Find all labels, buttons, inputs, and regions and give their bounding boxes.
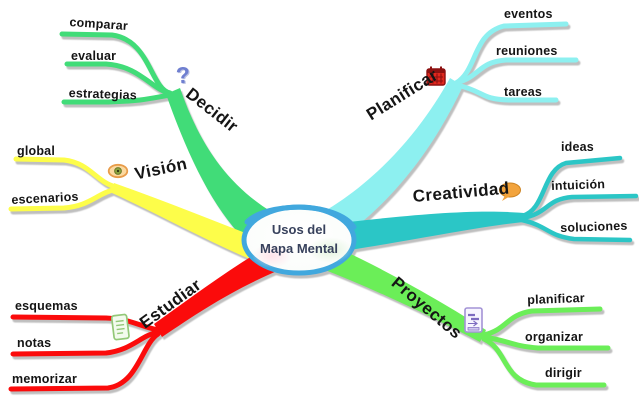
subbranch-soluciones [519, 217, 633, 243]
center-title-line1: Usos del [271, 222, 327, 237]
branch-creatividad [348, 211, 524, 250]
subbranch-organizar [481, 334, 611, 351]
speech-bubble-icon [499, 182, 521, 201]
branch-planificar [300, 78, 463, 246]
leaf-label-reuniones[interactable]: reuniones [496, 44, 558, 58]
subbranch-notas [10, 329, 161, 357]
branch-vision [112, 183, 258, 260]
leaf-label-esquemas[interactable]: esquemas [15, 299, 78, 313]
calendar-icon [426, 66, 446, 86]
leaf-label-tareas[interactable]: tareas [504, 85, 543, 99]
question-icon: ? [175, 61, 191, 89]
subbranch-eventos [453, 21, 569, 86]
subbranch-esquemas [10, 314, 161, 333]
subbranch-tareas [454, 82, 559, 103]
subbranch-global [13, 156, 119, 190]
leaf-label-ideas[interactable]: ideas [561, 140, 594, 154]
center-title-line2: Mapa Mental [259, 240, 338, 256]
subbranch-planificar-sub [481, 306, 603, 338]
subbranch-intuicion [519, 193, 639, 221]
subbranch-estrategias [61, 92, 173, 105]
project-icon [464, 307, 483, 333]
leaf-label-evaluar[interactable]: evaluar [71, 49, 117, 63]
eye-icon [107, 163, 129, 179]
subbranch-dirigir [481, 336, 607, 388]
leaf-label-soluciones[interactable]: soluciones [560, 218, 628, 235]
leaf-label-eventos[interactable]: eventos [504, 7, 553, 21]
branch-proyectos [320, 246, 486, 342]
center-node-swoosh [244, 204, 357, 230]
leaf-label-memorizar[interactable]: memorizar [12, 372, 78, 386]
leaf-label-organizar[interactable]: organizar [525, 330, 584, 344]
subbranch-memorizar [8, 331, 161, 392]
leaf-label-dirigir[interactable]: dirigir [545, 366, 582, 380]
center-node[interactable] [241, 204, 357, 276]
leaf-label-notas[interactable]: notas [17, 336, 52, 350]
notes-icon [110, 313, 130, 341]
subbranch-evaluar [64, 61, 173, 96]
subbranch-reuniones [453, 57, 579, 86]
leaf-label-global[interactable]: global [17, 144, 56, 158]
branch-estudiar [154, 250, 294, 337]
leaf-label-intuicion[interactable]: intuición [551, 177, 606, 193]
leaf-label-planificar-sub[interactable]: planificar [527, 290, 586, 307]
center-title[interactable]: Usos del Mapa Mental [246, 221, 352, 259]
subbranch-escenarios [8, 186, 119, 212]
subbranch-ideas [519, 155, 623, 219]
leaf-label-estrategias[interactable]: estrategias [68, 86, 138, 103]
